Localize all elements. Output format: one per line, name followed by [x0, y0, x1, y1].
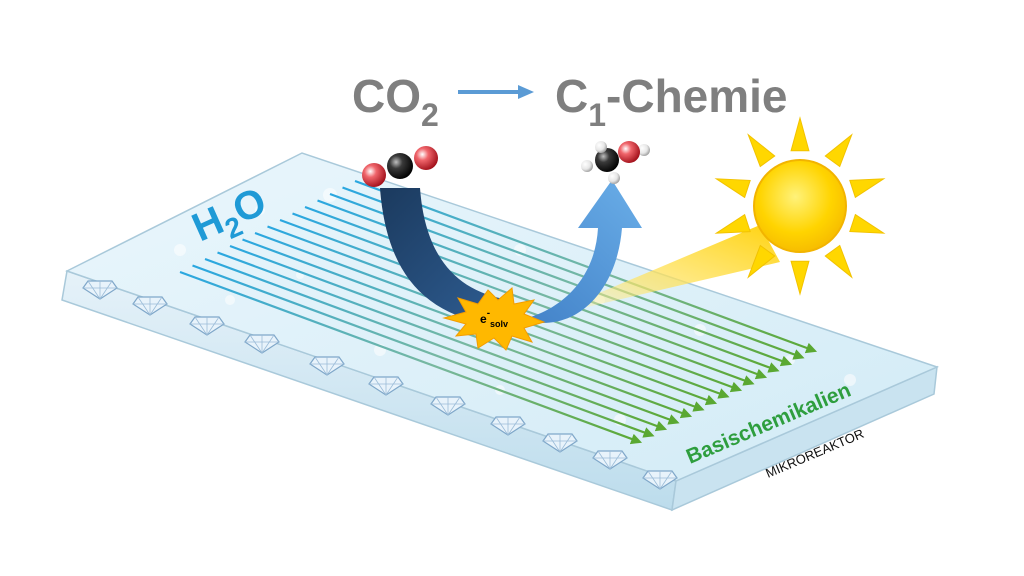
- diamond-facet: [133, 296, 167, 316]
- sun-ray: [714, 213, 751, 234]
- reactant-formula: CO: [352, 70, 421, 122]
- sun-ray: [747, 244, 776, 279]
- diamond-facet: [369, 376, 403, 396]
- solvated-electron-starburst: e-solv: [442, 287, 546, 351]
- microchannel-line: [204, 257, 668, 432]
- sun-ray: [790, 260, 810, 296]
- svg-text:CO2: CO2: [352, 70, 439, 133]
- product-subscript: 1: [588, 97, 606, 133]
- sun-beam: [540, 225, 780, 318]
- sun-ray: [849, 178, 886, 199]
- product-outflow-arrow: [490, 180, 642, 324]
- diamond-facet: [310, 356, 344, 376]
- microchannel-line: [179, 270, 643, 445]
- sun-ray: [824, 133, 853, 168]
- sun-rays: [714, 116, 886, 296]
- svg-text:e-solv: e-solv: [480, 308, 508, 329]
- diamond-row: [82, 280, 678, 490]
- reaction-title: CO2 C1-Chemie: [352, 70, 788, 133]
- electron-subscript: solv: [490, 319, 508, 329]
- diamond-facet: [190, 316, 224, 336]
- methanol-molecule-icon: [581, 141, 650, 184]
- microchannel-line: [217, 251, 680, 425]
- diamond-facet: [431, 396, 465, 416]
- sun-icon: [714, 116, 886, 296]
- reaction-arrow-head: [518, 85, 534, 99]
- microchannel-line: [292, 212, 755, 386]
- starburst-icon: [442, 287, 546, 351]
- sun-ray: [824, 244, 853, 279]
- sun-ray: [747, 133, 776, 168]
- product-name: -Chemie: [606, 70, 787, 122]
- diamond-facet: [491, 416, 525, 436]
- product-formula: C: [555, 70, 588, 122]
- reactant-subscript: 2: [421, 97, 439, 133]
- co2-molecule-icon: [362, 146, 438, 187]
- diamond-facet: [245, 334, 279, 354]
- diamond-facet: [543, 433, 577, 453]
- microchannel-line: [192, 264, 655, 438]
- co2-inflow-arrow: [380, 188, 510, 324]
- sun-ray: [714, 178, 751, 199]
- svg-text:C1-Chemie: C1-Chemie: [555, 70, 788, 133]
- diamond-facet: [593, 450, 627, 470]
- electron-symbol: e: [480, 312, 487, 326]
- microchannel-line: [354, 179, 818, 354]
- electron-charge: -: [487, 308, 490, 319]
- sun-ray: [790, 116, 810, 152]
- sun-ray: [849, 213, 886, 234]
- microchannel-line: [304, 205, 768, 380]
- diamond-facet: [83, 280, 117, 300]
- diamond-facet: [643, 470, 677, 490]
